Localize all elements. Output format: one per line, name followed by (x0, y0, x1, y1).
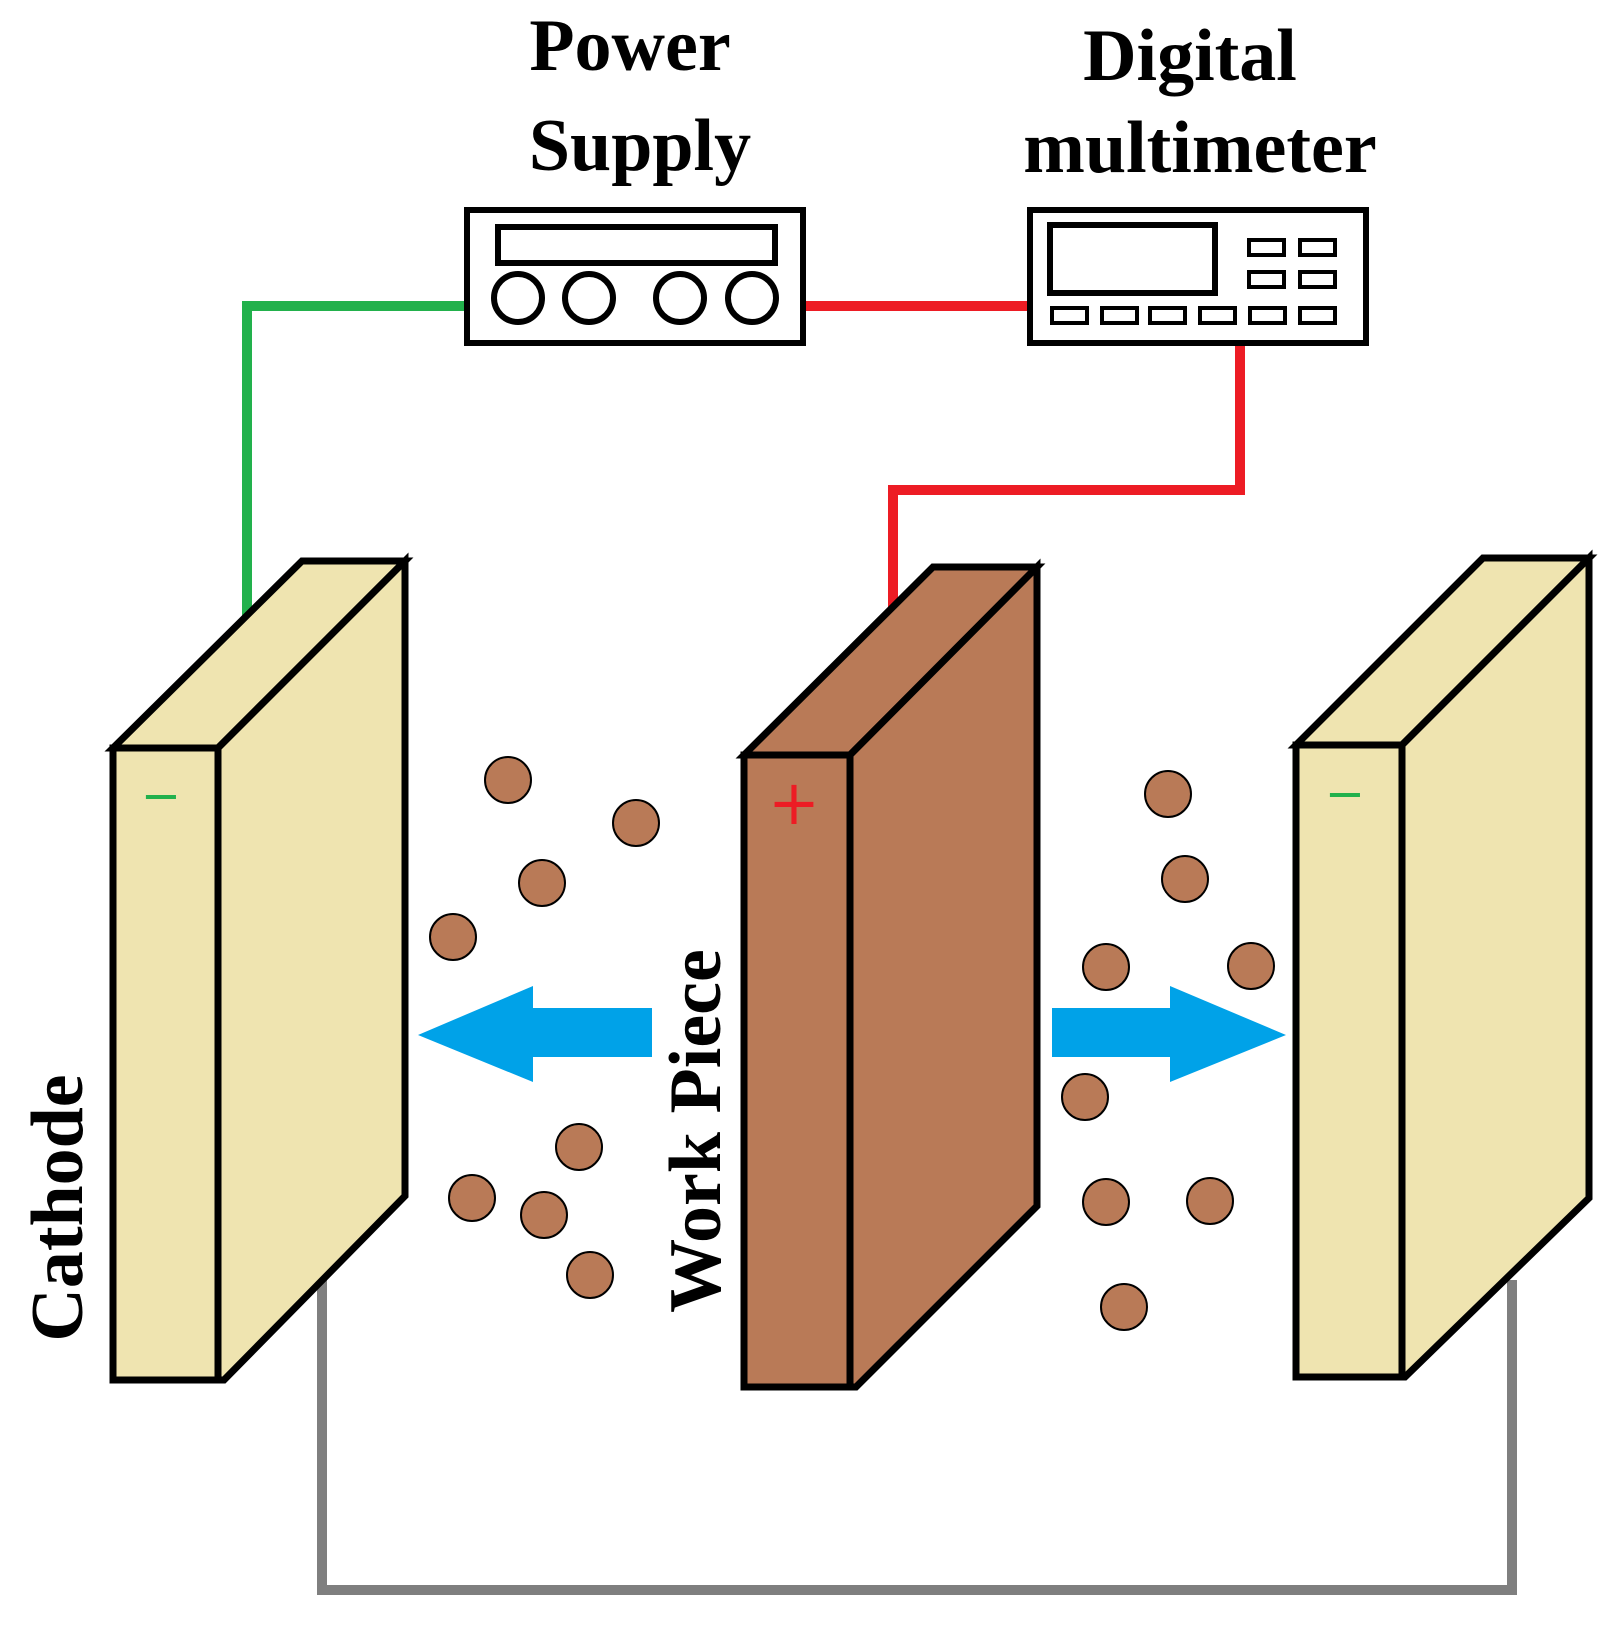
power-supply-knob (562, 271, 616, 325)
power-supply-icon (464, 207, 806, 346)
multimeter-button (1247, 270, 1286, 289)
particle (1082, 1178, 1130, 1226)
multimeter-button (1298, 270, 1337, 289)
multimeter-button (1148, 306, 1187, 325)
multimeter-buttons (1050, 238, 1337, 325)
multimeter-screen (1047, 222, 1218, 296)
power-supply-label-line2: Supply (529, 105, 751, 187)
multimeter-icon (1027, 207, 1369, 346)
particle (429, 913, 477, 961)
arrow-left-icon (418, 986, 652, 1082)
particle (1061, 1073, 1109, 1121)
multimeter-button (1050, 306, 1089, 325)
multimeter-button (1247, 238, 1286, 257)
work-piece-front (740, 751, 854, 1391)
return-wire (317, 1280, 1517, 1595)
power-supply-label-line1: Power (529, 5, 730, 87)
cathode-label: Cathode (17, 1074, 99, 1341)
particle (1144, 770, 1192, 818)
multimeter-label-line1: Digital (1083, 15, 1297, 97)
multimeter-button (1248, 306, 1287, 325)
multimeter-button (1298, 306, 1337, 325)
particle (1161, 855, 1209, 903)
work-piece-sign: + (768, 766, 820, 839)
particle (448, 1174, 496, 1222)
right-cathode-front (1292, 741, 1406, 1381)
particle (520, 1191, 568, 1239)
work-piece-label: Work Piece (655, 949, 737, 1313)
right-cathode-plate (1287, 549, 1598, 1381)
particle (518, 859, 566, 907)
particle (1227, 942, 1275, 990)
particle (566, 1251, 614, 1299)
particle (555, 1123, 603, 1171)
particle (1082, 943, 1130, 991)
left-cathode-sign: − (141, 768, 181, 824)
particle (1186, 1177, 1234, 1225)
particle (484, 756, 532, 804)
particles (429, 756, 1275, 1331)
left-cathode-plate (104, 552, 414, 1384)
multimeter-button (1298, 238, 1337, 257)
right-cathode-sign: − (1325, 766, 1365, 822)
work-piece-plate (735, 558, 1046, 1391)
power-supply-knob (653, 271, 707, 325)
power-supply-knob (491, 271, 545, 325)
particle (1100, 1283, 1148, 1331)
multimeter-label-line2: multimeter (1023, 107, 1376, 189)
left-cathode-front (109, 744, 222, 1384)
multimeter-button (1100, 306, 1139, 325)
power-supply-knob (725, 271, 779, 325)
power-supply-display (495, 224, 778, 266)
particle (612, 799, 660, 847)
arrow-right-icon (1052, 986, 1286, 1082)
multimeter-button (1198, 306, 1237, 325)
